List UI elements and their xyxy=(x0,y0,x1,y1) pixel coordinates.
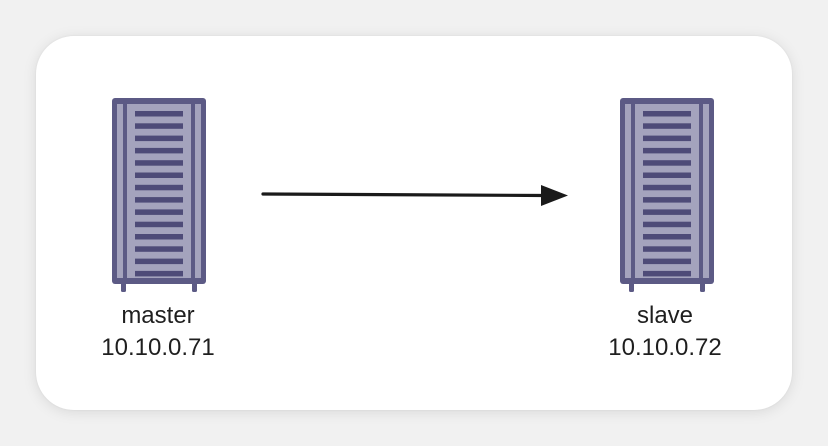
slave-node-label: slave 10.10.0.72 xyxy=(575,300,755,364)
slave-server-icon xyxy=(618,96,716,296)
master-server-icon xyxy=(110,96,208,296)
slave-ip: 10.10.0.72 xyxy=(608,334,722,361)
master-node-label: master 10.10.0.71 xyxy=(68,300,248,364)
master-name: master xyxy=(121,302,195,329)
master-ip: 10.10.0.71 xyxy=(101,334,215,361)
slave-name: slave xyxy=(636,302,694,329)
replication-arrow xyxy=(261,185,568,206)
